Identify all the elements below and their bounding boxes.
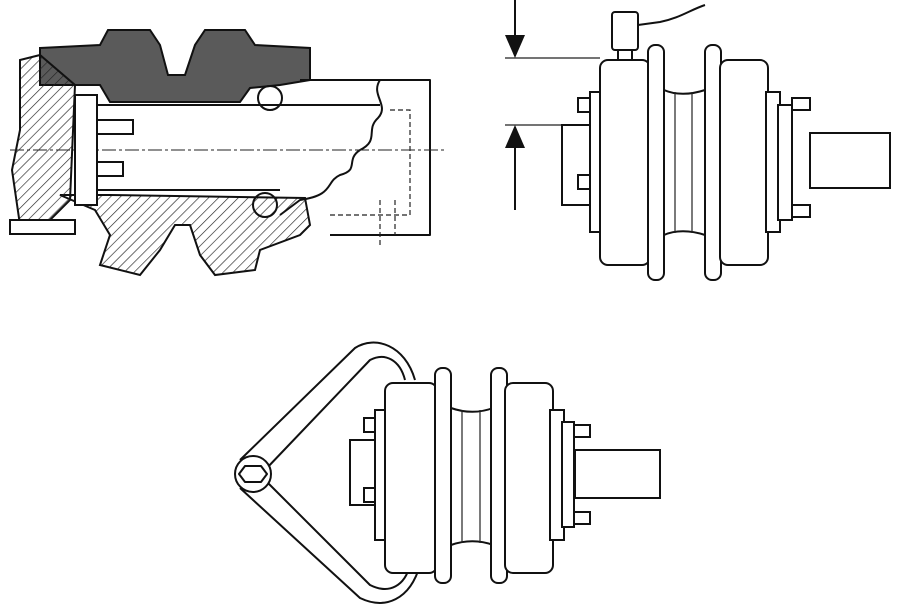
tread-lines bbox=[674, 92, 693, 233]
roller-body-left bbox=[599, 59, 651, 266]
roller-body-left bbox=[384, 382, 438, 574]
tread-lines bbox=[461, 410, 481, 543]
sectional-view bbox=[9, 29, 445, 277]
bearing-bottom bbox=[252, 192, 278, 218]
end-cap-left bbox=[561, 124, 593, 206]
rim-left bbox=[434, 367, 452, 584]
shaft bbox=[809, 132, 891, 189]
roller-tread bbox=[450, 406, 494, 547]
sprocket-top bbox=[39, 29, 311, 103]
bolts bbox=[363, 417, 591, 525]
end-plate-right bbox=[777, 104, 793, 221]
hex-nut-icon bbox=[238, 465, 268, 483]
arrowhead-up-icon bbox=[505, 125, 525, 148]
dimension-extension-lines bbox=[505, 57, 600, 126]
shaft bbox=[574, 449, 661, 499]
sensor-cable bbox=[637, 4, 706, 26]
sprocket-bottom bbox=[59, 194, 312, 277]
wrench-view bbox=[234, 341, 661, 604]
sensor bbox=[611, 4, 706, 61]
hub-left bbox=[10, 53, 77, 232]
rim-left bbox=[647, 44, 665, 281]
hidden-lines bbox=[330, 109, 411, 245]
break-line bbox=[279, 79, 383, 216]
roller-tread bbox=[663, 88, 706, 237]
arrowhead-down-icon bbox=[505, 35, 525, 58]
rim-right bbox=[704, 44, 722, 281]
bearing-top bbox=[257, 85, 283, 111]
roller-body-right bbox=[504, 382, 554, 574]
end-plate-right bbox=[561, 421, 575, 528]
bolts bbox=[9, 94, 134, 235]
bolts bbox=[577, 97, 811, 218]
wrench-socket bbox=[234, 455, 272, 493]
roller-body-right bbox=[719, 59, 769, 266]
measurement-view bbox=[505, 0, 891, 281]
wrench-arm-top bbox=[239, 341, 416, 471]
